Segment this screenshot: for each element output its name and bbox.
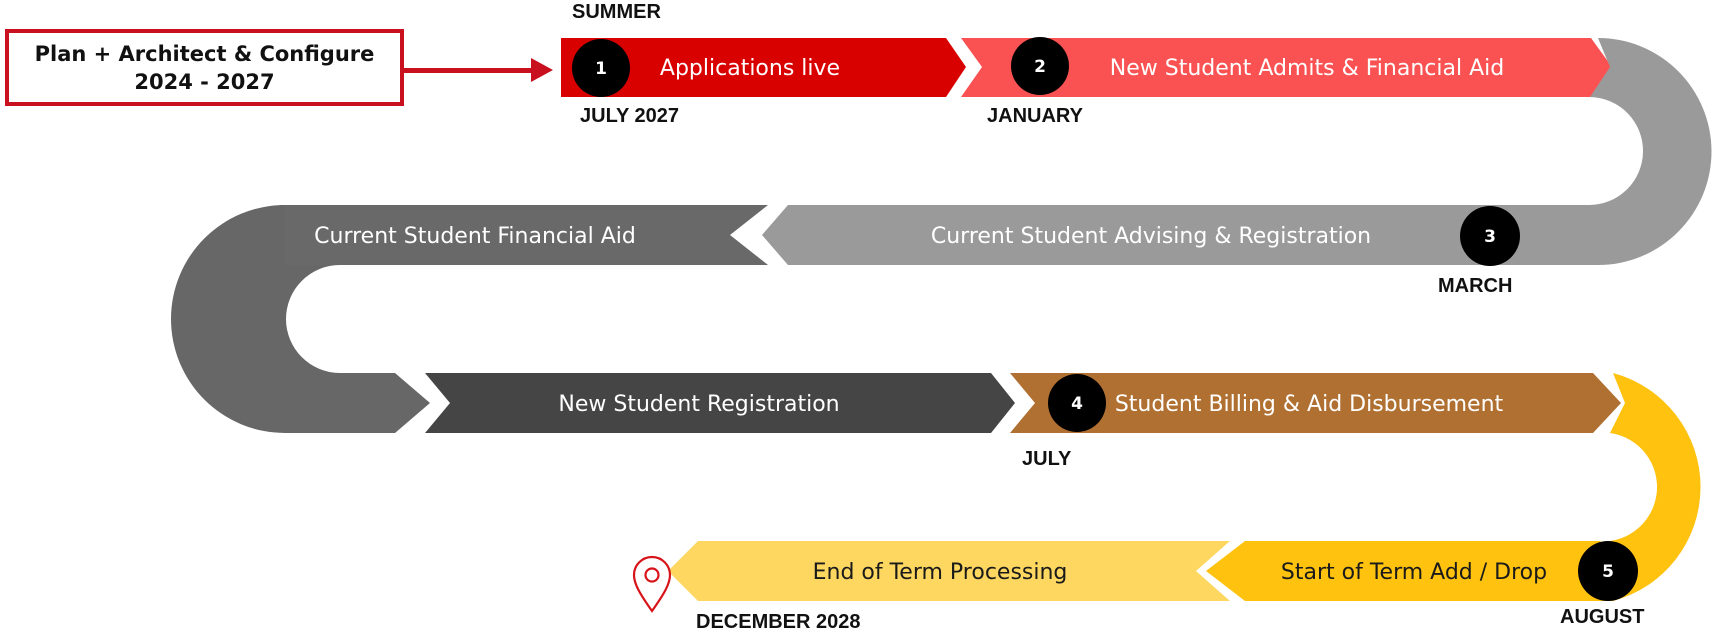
step-label-end-of-term: End of Term Processing xyxy=(813,560,1068,585)
step-number-1: 1 xyxy=(572,39,630,97)
date-label-march: MARCH xyxy=(1438,275,1513,297)
curve-right-1 xyxy=(1588,38,1712,265)
segment-current-financial-aid xyxy=(280,205,768,265)
curve-left xyxy=(171,205,430,433)
plan-title: Plan + Architect & Configure xyxy=(34,41,375,66)
segment-start-of-term xyxy=(1206,541,1600,601)
step-label-start-of-term: Start of Term Add / Drop xyxy=(1281,560,1547,585)
step-label-current-advising: Current Student Advising & Registration xyxy=(931,224,1371,249)
step-label-applications-live: Applications live xyxy=(660,56,840,81)
plan-box: Plan + Architect & Configure 2024 - 2027 xyxy=(5,29,404,106)
plan-years: 2024 - 2027 xyxy=(134,69,275,94)
date-label-summer: SUMMER xyxy=(572,1,661,23)
date-label-december-2028: DECEMBER 2028 xyxy=(696,611,861,633)
svg-text:4: 4 xyxy=(1071,394,1083,414)
date-label-july-2027: JULY 2027 xyxy=(580,105,679,127)
curve-right-2 xyxy=(1595,373,1701,601)
svg-text:2: 2 xyxy=(1034,57,1046,77)
step-label-new-student-registration: New Student Registration xyxy=(558,392,839,417)
step-label-new-student-admits: New Student Admits & Financial Aid xyxy=(1110,56,1504,81)
svg-text:5: 5 xyxy=(1602,562,1614,582)
svg-text:1: 1 xyxy=(595,59,607,79)
date-label-august: AUGUST xyxy=(1560,606,1645,628)
segment-end-of-term xyxy=(668,541,1230,601)
date-label-january: JANUARY xyxy=(987,105,1083,127)
step-label-current-financial-aid: Current Student Financial Aid xyxy=(314,224,636,249)
segment-student-billing xyxy=(1010,373,1621,433)
step-number-2: 2 xyxy=(1011,37,1069,95)
segment-current-advising xyxy=(762,205,1600,265)
arrow-right-icon xyxy=(404,58,553,82)
svg-text:3: 3 xyxy=(1484,227,1496,247)
step-number-3: 3 xyxy=(1460,206,1520,266)
step-number-4: 4 xyxy=(1048,374,1106,432)
step-label-student-billing: Student Billing & Aid Disbursement xyxy=(1115,392,1504,417)
segment-new-student-registration xyxy=(425,373,1015,433)
date-label-july: JULY xyxy=(1022,448,1072,470)
segment-new-student-admits xyxy=(961,38,1612,97)
step-number-5: 5 xyxy=(1578,541,1638,601)
segment-applications-live xyxy=(561,38,966,97)
location-pin-icon xyxy=(632,555,672,613)
